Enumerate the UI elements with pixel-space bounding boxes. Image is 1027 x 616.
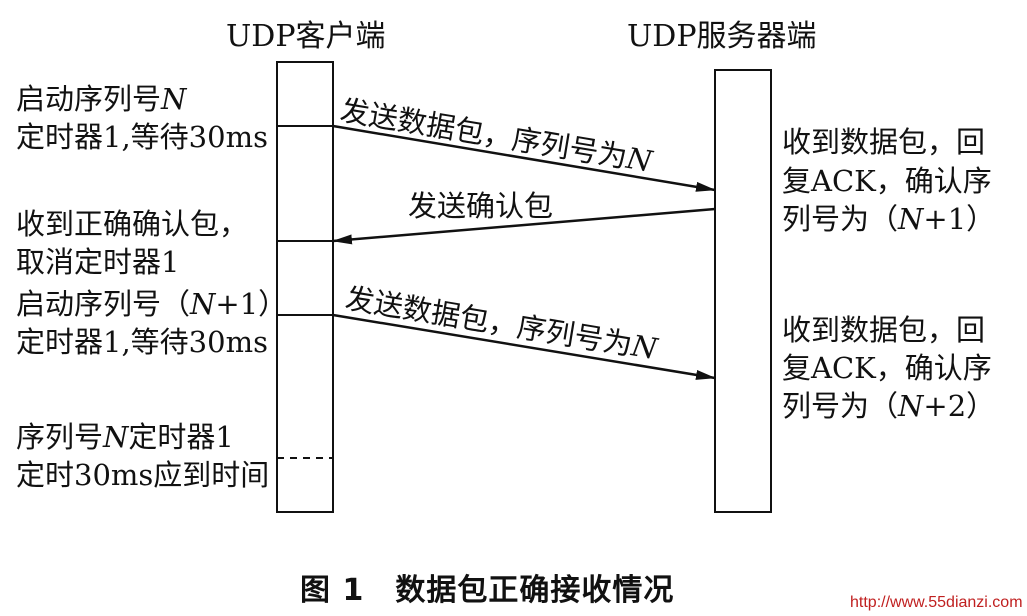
left-note-2-line2: 取消定时器1 [16, 245, 180, 279]
left-note-2-line1: 收到正确确认包， [16, 207, 249, 241]
server-header: UDP服务器端 [627, 19, 817, 54]
right-note-1-line1: 收到数据包，回 [782, 125, 986, 159]
left-note-4-line1: 序列号N定时器1 [16, 420, 234, 454]
right-note-1-line3: 列号为（N+1） [782, 202, 996, 236]
server-lifeline [714, 69, 772, 513]
ack-arrow [332, 207, 716, 245]
right-note-2-line1: 收到数据包，回 [782, 313, 986, 347]
client-header: UDP客户端 [226, 19, 386, 54]
left-note-4-line2: 定时30ms应到时间 [16, 458, 270, 492]
left-note-1-line2: 定时器1,等待30ms [16, 120, 268, 154]
left-note-3-line1: 启动序列号（N+1） [16, 287, 288, 321]
watermark: http://www.55dianzi.com [850, 594, 1023, 611]
message-2-label: 发送确认包 [408, 189, 554, 223]
right-note-1-line2: 复ACK，确认序 [782, 164, 992, 198]
figure-caption: 图 1 数据包正确接收情况 [300, 573, 675, 608]
data-packet-arrow-2 [332, 313, 716, 380]
data-packet-arrow-1 [332, 124, 716, 192]
right-note-2-line3: 列号为（N+2） [782, 389, 996, 423]
left-note-1-line1: 启动序列号N [16, 82, 187, 116]
right-note-2-line2: 复ACK，确认序 [782, 351, 992, 385]
client-lifeline [276, 61, 334, 513]
left-note-3-line2: 定时器1,等待30ms [16, 325, 268, 359]
